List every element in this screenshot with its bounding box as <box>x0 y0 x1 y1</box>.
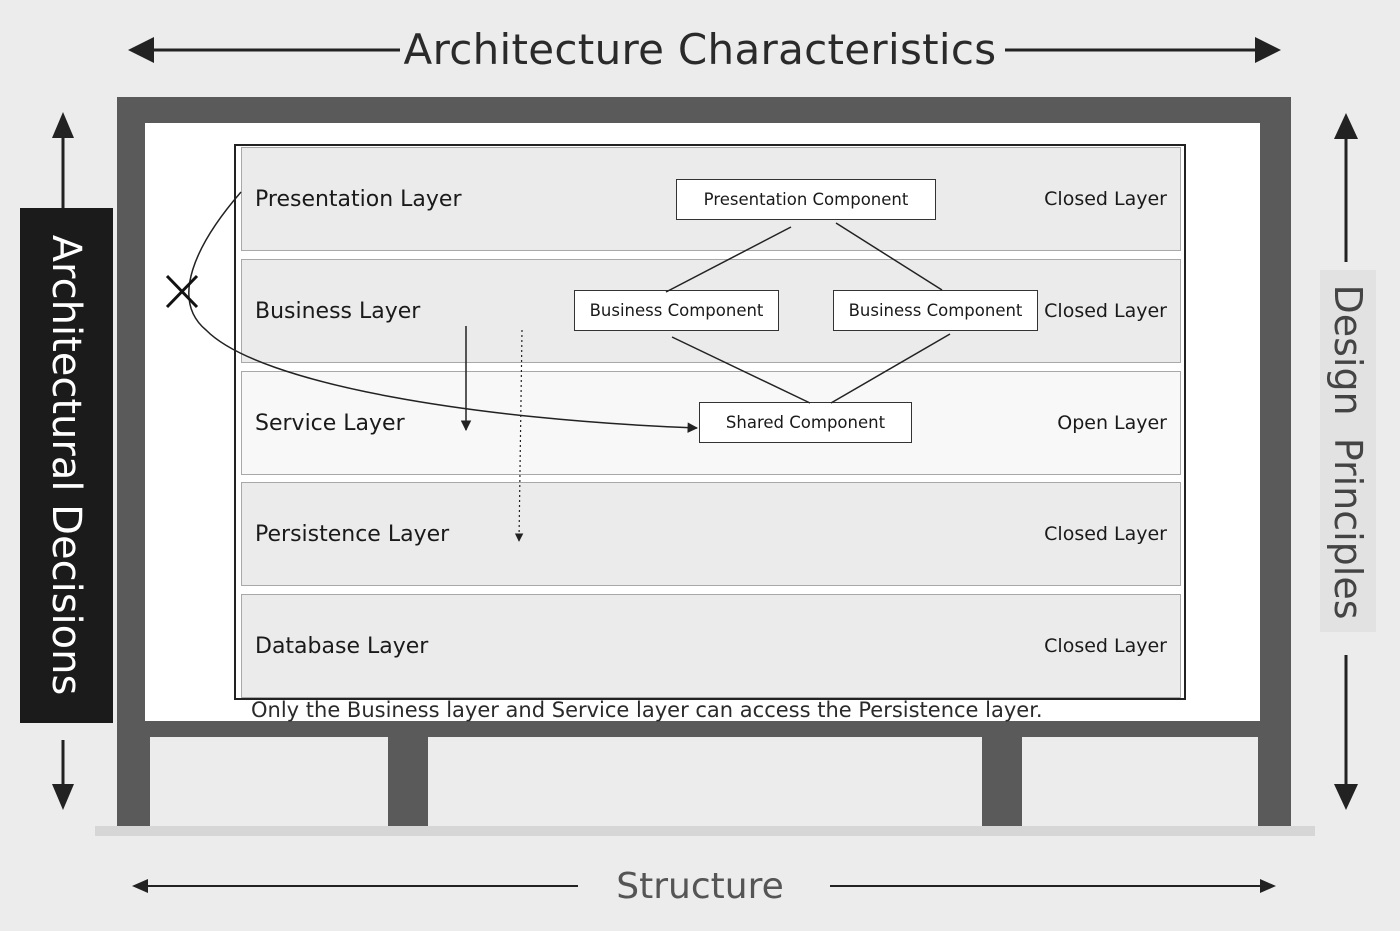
architectural-decisions-panel <box>20 208 113 723</box>
arrow-dotted-to-persistence <box>514 329 524 542</box>
arrow-right-up <box>1334 113 1358 262</box>
arrow-left-down <box>52 740 74 810</box>
layer-presentation: Presentation Layer Closed Layer <box>241 147 1181 251</box>
layer-type: Closed Layer <box>1044 300 1167 322</box>
cross-icon <box>165 274 199 309</box>
bypass-arrow-presentation-to-shared <box>188 191 699 433</box>
frame-leg-inner-right <box>982 730 1022 830</box>
connector-presentation-to-business-right <box>835 222 943 291</box>
arrow-bottom-right <box>830 879 1276 893</box>
frame-leg-inner-left <box>388 730 428 830</box>
frame-leg-right <box>1258 730 1291 830</box>
arrow-bottom-left <box>132 879 578 893</box>
layer-type: Open Layer <box>1057 412 1167 434</box>
layer-type: Closed Layer <box>1044 523 1167 545</box>
layer-name: Persistence Layer <box>255 521 450 547</box>
layer-name: Service Layer <box>255 410 405 436</box>
layer-type: Closed Layer <box>1044 635 1167 657</box>
connector-business-right-to-shared <box>830 333 951 404</box>
layer-persistence: Persistence Layer Closed Layer <box>241 482 1181 586</box>
arrow-top-left <box>128 37 400 63</box>
layer-type: Closed Layer <box>1044 188 1167 210</box>
arrow-right-down <box>1334 655 1358 810</box>
layer-name: Business Layer <box>255 298 421 324</box>
connector-presentation-to-business-left <box>665 226 792 293</box>
layer-database: Database Layer Closed Layer <box>241 594 1181 698</box>
business-component-left: Business Component <box>574 290 779 331</box>
design-principles-panel <box>1320 270 1376 632</box>
header-architecture-characteristics: Architecture Characteristics <box>403 25 997 74</box>
arrow-top-right <box>1005 37 1281 63</box>
layer-name: Presentation Layer <box>255 186 462 212</box>
ground-line <box>95 826 1315 836</box>
arrow-left-up <box>52 112 74 208</box>
business-component-right: Business Component <box>833 290 1038 331</box>
shared-component: Shared Component <box>699 402 912 443</box>
frame-leg-left <box>117 730 150 830</box>
layer-name: Database Layer <box>255 633 429 659</box>
presentation-component: Presentation Component <box>676 179 936 220</box>
access-rule-note: Only the Business layer and Service laye… <box>251 698 1043 722</box>
connector-business-left-to-shared <box>671 336 811 404</box>
header-structure: Structure <box>616 866 784 907</box>
